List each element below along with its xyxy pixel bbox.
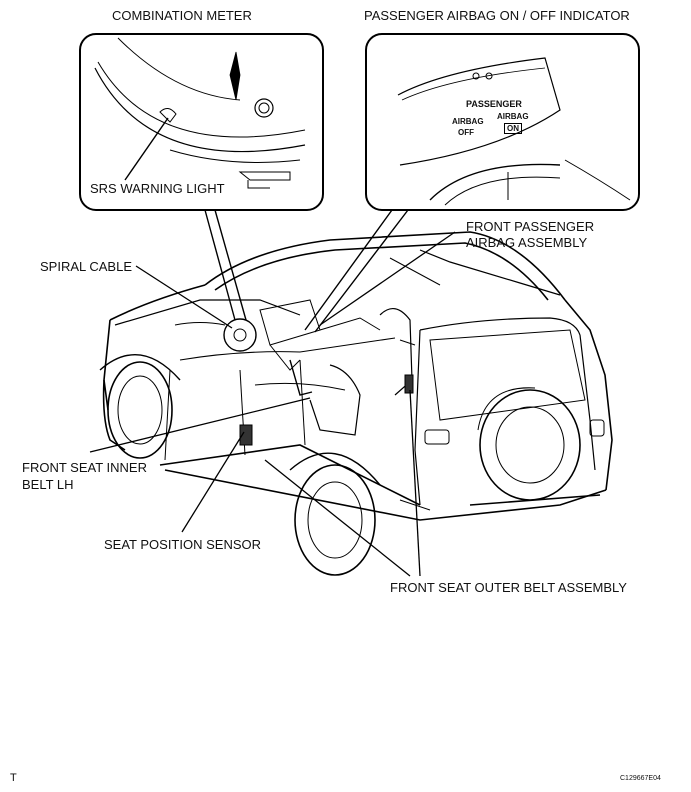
indicator-passenger-text: PASSENGER <box>466 99 522 109</box>
seat-position-sensor-label: SEAT POSITION SENSOR <box>104 537 261 552</box>
srs-leader-line <box>124 117 169 181</box>
passenger-airbag-indicator-label: PASSENGER AIRBAG ON / OFF INDICATOR <box>364 8 630 23</box>
indicator-airbag-right-text: AIRBAG <box>497 112 529 121</box>
passenger-indicator-inset <box>365 33 640 211</box>
steering-wheel <box>223 318 257 352</box>
combination-meter-label: COMBINATION METER <box>112 8 252 23</box>
rear-wheel <box>289 452 381 576</box>
meter-gauge-drawing <box>94 37 306 189</box>
front-passenger-airbag-leader <box>319 231 456 326</box>
spiral-cable-label: SPIRAL CABLE <box>40 259 133 274</box>
front-passenger-airbag-label-line2: AIRBAG ASSEMBLY <box>466 235 588 250</box>
combination-meter-inset <box>79 33 324 211</box>
inner-belt-leader <box>89 397 311 453</box>
srs-warning-light-label: SRS WARNING LIGHT <box>90 181 225 197</box>
outer-belt-leader-2 <box>409 389 421 577</box>
footer-left-mark: T <box>10 772 17 784</box>
indicator-off-text: OFF <box>458 128 474 137</box>
rear-lamps <box>399 419 605 511</box>
inset-leader-lines <box>204 209 409 333</box>
interior <box>174 299 414 446</box>
component-leader-lines <box>89 231 456 577</box>
front-passenger-airbag-label-line1: FRONT PASSENGER <box>466 219 595 234</box>
front-seat-outer-belt-label: FRONT SEAT OUTER BELT ASSEMBLY <box>390 580 627 595</box>
indicator-on-text: ON <box>504 123 522 134</box>
figure-code: C129667E04 <box>620 775 661 782</box>
indicator-airbag-left-text: AIRBAG <box>452 117 484 126</box>
spare-tire <box>477 387 581 501</box>
front-seat-inner-belt-label-line2: BELT LH <box>22 477 74 492</box>
seat-position-leader <box>181 431 245 533</box>
outer-belt-leader-1 <box>264 459 411 577</box>
spiral-cable-leader <box>135 265 233 329</box>
front-wheel <box>99 354 181 459</box>
front-seat-inner-belt-label-line1: FRONT SEAT INNER <box>22 460 147 475</box>
